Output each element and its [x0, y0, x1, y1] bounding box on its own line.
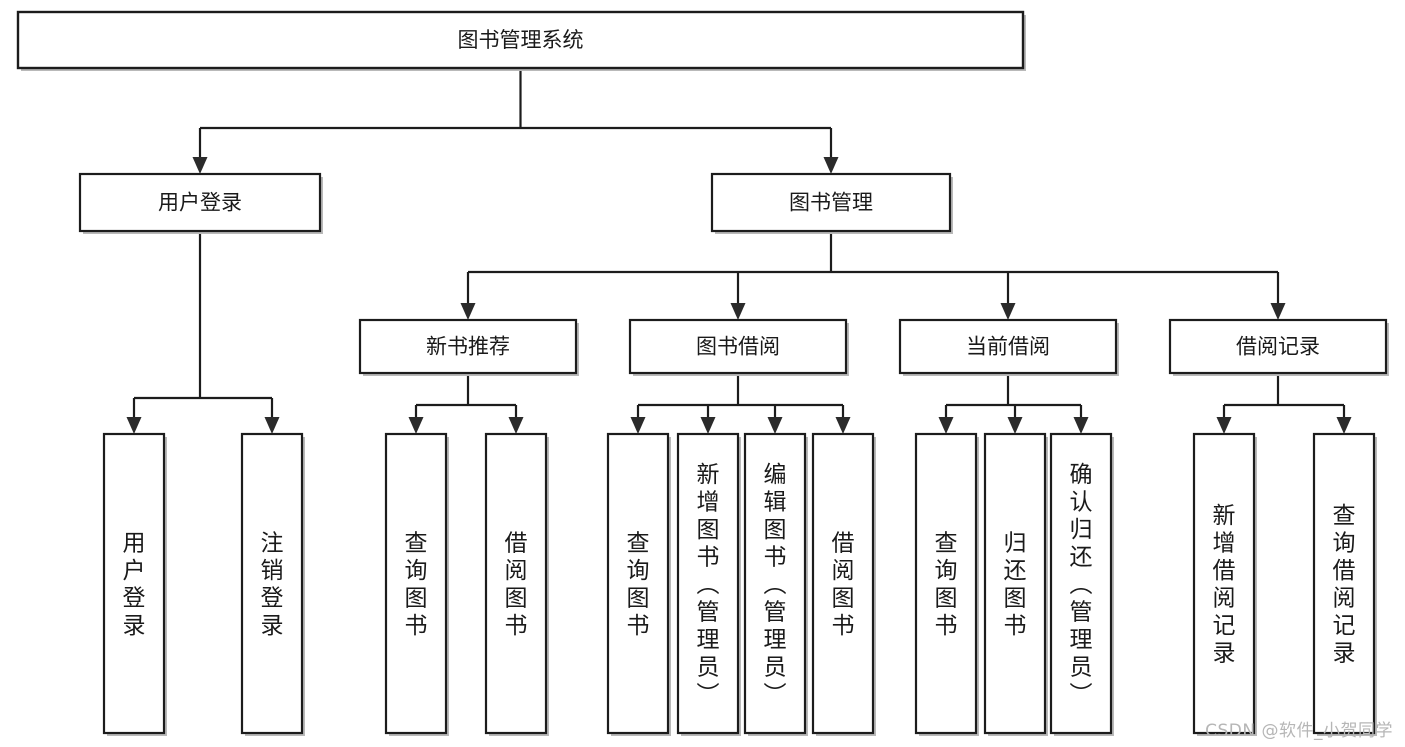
node-label-leaf-return-book: 归还图书 — [1004, 531, 1027, 640]
node-leaf-add-record[interactable] — [1192, 432, 1257, 736]
node-label-current-borrow: 当前借阅 — [966, 335, 1050, 359]
node-label-undefined: 图书管理系统 — [458, 28, 584, 52]
node-leaf-add-book[interactable] — [676, 432, 741, 736]
node-leaf-edit-book[interactable] — [743, 432, 808, 736]
arrow-head-icon — [1270, 303, 1286, 320]
arrow-head-icon — [767, 417, 783, 434]
node-label-borrow-record: 借阅记录 — [1236, 335, 1320, 359]
arrow-head-icon — [700, 417, 716, 434]
node-leaf-user-login[interactable] — [102, 432, 167, 736]
arrow-head-icon — [1007, 417, 1023, 434]
arrow-head-icon — [835, 417, 851, 434]
node-leaf-return-book[interactable] — [983, 432, 1048, 736]
node-label-user-login: 用户登录 — [158, 191, 242, 215]
node-label-leaf-query-book-2: 查询图书 — [627, 531, 650, 640]
arrow-head-icon — [1073, 417, 1089, 434]
node-user-login[interactable] — [78, 172, 323, 234]
node-borrow-record[interactable] — [1168, 318, 1389, 376]
arrow-head-icon — [408, 417, 424, 434]
arrow-head-icon — [630, 417, 646, 434]
node-label-leaf-query-book-3: 查询图书 — [935, 531, 958, 640]
arrow-head-icon — [460, 303, 476, 320]
node-new-book-recommend[interactable] — [358, 318, 579, 376]
arrow-head-icon — [938, 417, 954, 434]
node-label-leaf-user-logout: 注销登录 — [261, 531, 284, 640]
node-label-leaf-borrow-book-2: 借阅图书 — [832, 531, 855, 640]
arrow-head-icon — [1216, 417, 1232, 434]
node-current-borrow[interactable] — [898, 318, 1119, 376]
node-leaf-query-book-1[interactable] — [384, 432, 449, 736]
node-label-leaf-add-record: 新增借阅记录 — [1213, 503, 1236, 667]
arrow-head-icon — [823, 157, 839, 174]
connectors-layer — [126, 68, 1352, 434]
node-leaf-query-book-2[interactable] — [606, 432, 671, 736]
node-label-leaf-query-record: 查询借阅记录 — [1333, 503, 1356, 667]
node-label-book-manage: 图书管理 — [789, 191, 873, 215]
node-leaf-query-book-3[interactable] — [914, 432, 979, 736]
node-label-leaf-add-book: 新增图书︵管理员︶ — [697, 462, 720, 708]
arrow-head-icon — [126, 417, 142, 434]
arrow-head-icon — [1336, 417, 1352, 434]
node-label-leaf-query-book-1: 查询图书 — [405, 531, 428, 640]
watermark-text: CSDN @软件_小贺同学 — [1205, 721, 1393, 741]
node-undefined[interactable] — [16, 10, 1026, 71]
node-leaf-borrow-book-2[interactable] — [811, 432, 876, 736]
node-label-book-borrow: 图书借阅 — [696, 335, 780, 359]
node-label-leaf-borrow-book-1: 借阅图书 — [505, 531, 528, 640]
node-leaf-borrow-book-1[interactable] — [484, 432, 549, 736]
node-label-leaf-confirm-return: 确认归还︵管理员︶ — [1070, 462, 1093, 708]
node-book-manage[interactable] — [710, 172, 953, 234]
nodes-layer: 图书管理系统用户登录用户登录注销登录图书管理新书推荐查询图书借阅图书图书借阅查询… — [16, 10, 1389, 736]
node-leaf-query-record[interactable] — [1312, 432, 1377, 736]
arrow-head-icon — [264, 417, 280, 434]
arrow-head-icon — [508, 417, 524, 434]
node-label-new-book-recommend: 新书推荐 — [426, 335, 510, 359]
arrow-head-icon — [1000, 303, 1016, 320]
node-label-leaf-user-login: 用户登录 — [123, 531, 146, 640]
arrow-head-icon — [192, 157, 208, 174]
node-leaf-user-logout[interactable] — [240, 432, 305, 736]
node-book-borrow[interactable] — [628, 318, 849, 376]
arrow-head-icon — [730, 303, 746, 320]
node-leaf-confirm-return[interactable] — [1049, 432, 1114, 736]
node-label-leaf-edit-book: 编辑图书︵管理员︶ — [764, 462, 787, 708]
